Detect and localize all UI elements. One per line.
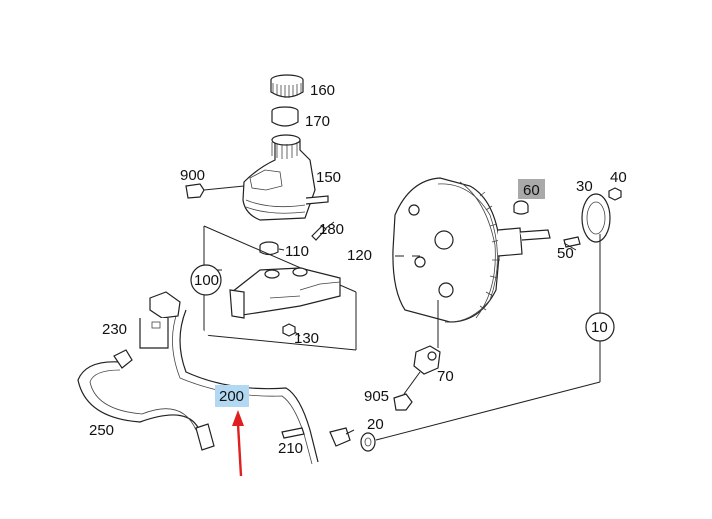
bolt-50[interactable]: [563, 236, 581, 251]
label-100[interactable]: 100: [194, 272, 219, 289]
label-30[interactable]: 30: [576, 178, 593, 195]
brake-booster[interactable]: [392, 177, 551, 323]
seal-170[interactable]: [271, 106, 299, 127]
nut-130[interactable]: [282, 323, 301, 337]
hose-250[interactable]: [77, 349, 215, 451]
label-50[interactable]: 50: [557, 245, 574, 262]
gasket-30[interactable]: [581, 193, 611, 243]
greyed-highlight: [518, 179, 545, 199]
callout-circle-10[interactable]: [375, 234, 615, 441]
label-200[interactable]: 200: [219, 388, 244, 405]
clip-905[interactable]: [393, 393, 413, 411]
pin-210[interactable]: [281, 427, 305, 439]
master-cylinder-120[interactable]: [229, 267, 341, 319]
label-900[interactable]: 900: [180, 167, 205, 184]
label-110[interactable]: 110: [285, 243, 309, 260]
holder-230[interactable]: [139, 291, 181, 349]
cap-60[interactable]: [513, 200, 529, 215]
clip-900[interactable]: [185, 183, 245, 199]
label-10[interactable]: 10: [591, 319, 608, 336]
selected-highlight: [215, 385, 249, 407]
label-170[interactable]: 170: [305, 113, 330, 130]
label-210[interactable]: 210: [278, 440, 303, 457]
label-905[interactable]: 905: [364, 388, 389, 405]
label-20[interactable]: 20: [367, 416, 384, 433]
callout-circle-100[interactable]: [190, 264, 222, 296]
pointer-arrow: [232, 410, 244, 477]
label-120[interactable]: 120: [347, 247, 372, 264]
bolt-180[interactable]: [311, 221, 335, 241]
label-180[interactable]: 180: [319, 221, 344, 238]
reservoir-150[interactable]: [242, 134, 329, 221]
label-130[interactable]: 130: [294, 330, 319, 347]
label-40[interactable]: 40: [610, 169, 627, 186]
label-150[interactable]: 150: [316, 169, 341, 186]
grommet-110[interactable]: [259, 241, 285, 256]
label-160[interactable]: 160: [310, 82, 335, 99]
washer-20[interactable]: [360, 432, 376, 452]
nut-40[interactable]: [608, 187, 622, 201]
reservoir-cap-160[interactable]: [270, 74, 304, 98]
sensor-70[interactable]: [403, 300, 441, 395]
label-60[interactable]: 60: [523, 182, 540, 199]
check-valve[interactable]: [329, 427, 355, 447]
label-70[interactable]: 70: [437, 368, 454, 385]
label-230[interactable]: 230: [102, 321, 127, 338]
label-250[interactable]: 250: [89, 422, 114, 439]
